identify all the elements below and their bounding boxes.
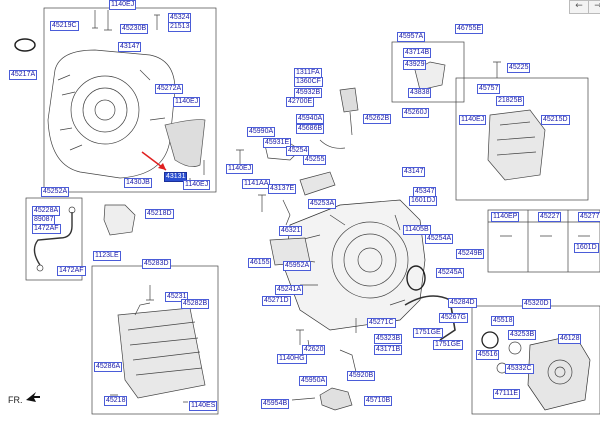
part-label[interactable]: 1751GE [433, 340, 463, 350]
part-label[interactable]: 45271C [367, 318, 396, 328]
part-label[interactable]: 1360CF [294, 77, 323, 87]
frame-bolt-table [487, 209, 600, 273]
part-label[interactable]: 1140EP [491, 212, 520, 222]
part-label[interactable]: 45255 [303, 155, 327, 165]
part-label[interactable]: 45332C [505, 364, 534, 374]
part-label[interactable]: 1601DJ [409, 196, 438, 206]
part-label[interactable]: 1140EJ [173, 97, 201, 107]
part-label[interactable]: 46755E [455, 24, 484, 34]
part-label[interactable]: 45282B [181, 299, 210, 309]
part-label[interactable]: 1751GE [413, 328, 443, 338]
next-arrow-icon[interactable]: → [588, 0, 600, 14]
part-label[interactable]: 45518 [491, 316, 515, 326]
part-label[interactable]: 42700E [286, 97, 315, 107]
part-label[interactable]: 45320D [522, 299, 551, 309]
part-label[interactable]: 42620 [302, 345, 326, 355]
part-label[interactable]: 45254A [425, 234, 454, 244]
part-label[interactable]: 45217A [9, 70, 38, 80]
part-label[interactable]: 21825B [496, 96, 525, 106]
part-label[interactable]: 45260J [402, 108, 429, 118]
part-label[interactable]: 45277 [578, 212, 600, 222]
part-label[interactable]: 45920B [347, 371, 376, 381]
part-label[interactable]: 45267G [439, 313, 468, 323]
part-label[interactable]: 43253B [508, 330, 537, 340]
part-label[interactable]: 45283D [142, 259, 171, 269]
part-label[interactable]: 45286A [94, 362, 123, 372]
part-label[interactable]: 46155 [248, 258, 272, 268]
part-label[interactable]: 45931E [263, 138, 292, 148]
frame-oil-tube [25, 197, 83, 281]
part-label[interactable]: 45254 [286, 146, 310, 156]
part-label[interactable]: 45272A [155, 84, 184, 94]
part-label[interactable]: 45957A [397, 32, 426, 42]
part-label[interactable]: 46321 [279, 226, 303, 236]
part-label[interactable]: 43147 [118, 42, 142, 52]
frame-rear-cover [455, 77, 589, 201]
part-label[interactable]: 45241A [275, 285, 304, 295]
part-label-selected[interactable]: 43131 [164, 172, 188, 182]
part-label[interactable]: 1123LE [93, 251, 121, 261]
part-label[interactable]: 45245A [436, 268, 465, 278]
part-label[interactable]: 45231 [165, 292, 189, 302]
part-label[interactable]: 1140HG [277, 354, 307, 364]
part-label[interactable]: 45249B [456, 249, 485, 259]
part-label[interactable]: 45990A [247, 127, 276, 137]
part-label[interactable]: 45253A [308, 199, 337, 209]
part-label[interactable]: 45710B [364, 396, 393, 406]
part-label[interactable]: 45218 [104, 396, 128, 406]
part-label[interactable]: 47111E [493, 389, 521, 399]
part-label[interactable]: 1141AA [242, 179, 271, 189]
part-label[interactable]: 45219C [50, 21, 79, 31]
part-label[interactable]: 1140EJ [226, 164, 254, 174]
part-label[interactable]: 1472AF [32, 224, 61, 234]
frame-shift-lever [391, 41, 465, 103]
part-label[interactable]: 1140EJ [183, 180, 211, 190]
part-label[interactable]: 45952A [283, 261, 312, 271]
part-label[interactable]: 1430JB [124, 178, 152, 188]
part-label[interactable]: 45757 [477, 84, 501, 94]
part-label[interactable]: 45686B [296, 124, 325, 134]
part-label[interactable]: 45230B [120, 24, 149, 34]
part-label[interactable]: 21513 [168, 22, 192, 32]
part-label[interactable]: 46128 [558, 334, 582, 344]
part-label[interactable]: 45950A [299, 376, 328, 386]
part-label[interactable]: 45271D [262, 296, 291, 306]
part-label[interactable]: 43137E [268, 184, 297, 194]
part-label[interactable]: 1601D [574, 243, 599, 253]
part-label[interactable]: 45215D [541, 115, 570, 125]
part-label[interactable]: 45227 [538, 212, 562, 222]
part-label[interactable]: 1140EJ [459, 115, 487, 125]
part-label[interactable]: 1472AF [57, 266, 86, 276]
part-label[interactable]: 45284D [448, 298, 477, 308]
part-label[interactable]: 45252A [41, 187, 70, 197]
part-label[interactable]: 45262B [363, 114, 392, 124]
part-label[interactable]: 45954B [261, 399, 290, 409]
part-label[interactable]: 11405B [403, 225, 431, 235]
part-label[interactable]: 45323B [374, 334, 403, 344]
part-label[interactable]: 45940A [296, 114, 325, 124]
part-label[interactable]: 1140EJ [109, 0, 137, 10]
part-label[interactable]: 43838 [408, 88, 432, 98]
part-label[interactable]: 45225 [507, 63, 531, 73]
part-label[interactable]: 43171B [374, 345, 403, 355]
part-label[interactable]: 43714B [403, 48, 432, 58]
part-label[interactable]: 45516 [476, 350, 500, 360]
part-label[interactable]: 43929 [403, 60, 427, 70]
part-label[interactable]: 43147 [402, 167, 426, 177]
part-label[interactable]: 1140ES [189, 401, 218, 411]
part-label[interactable]: 45218D [145, 209, 174, 219]
front-direction-label: FR. [8, 395, 23, 405]
